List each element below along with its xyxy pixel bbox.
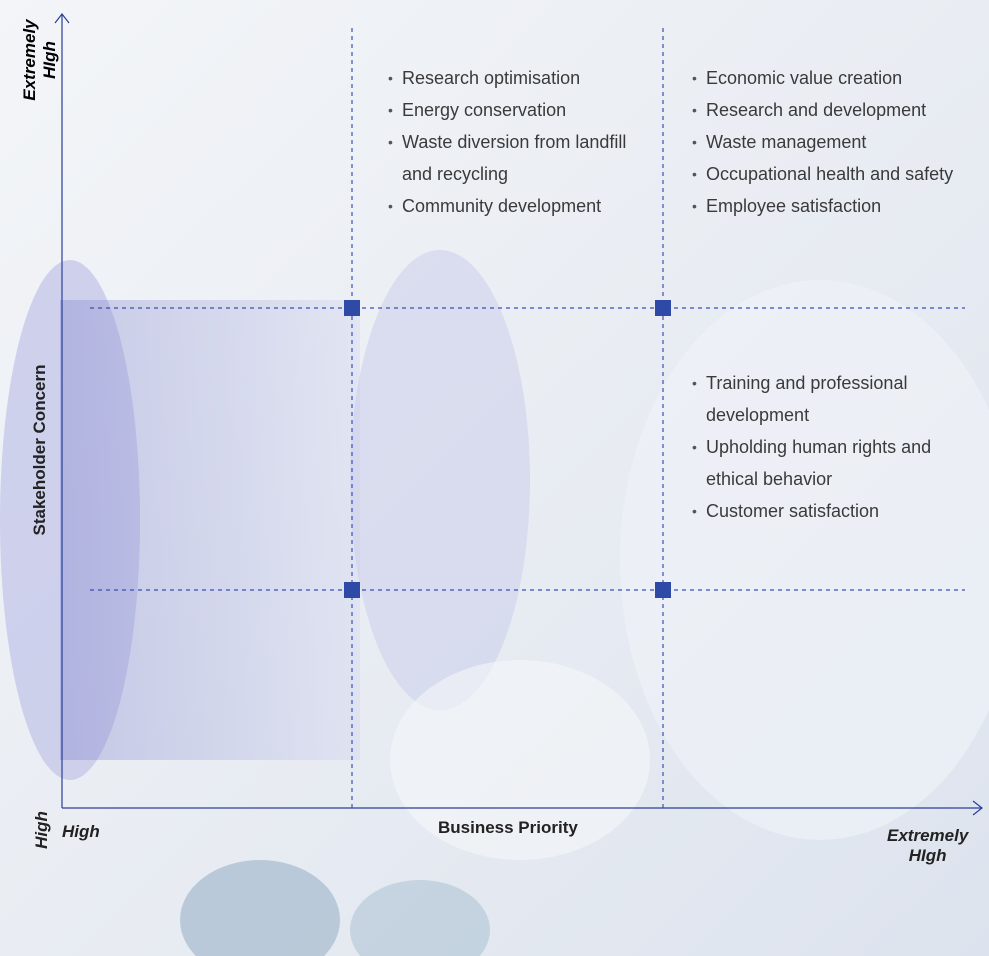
decor-spool-body — [60, 300, 360, 760]
list-item: Employee satisfaction — [692, 190, 977, 222]
list-item: Community development — [388, 190, 628, 222]
y-axis-low-end-text: High — [32, 811, 51, 849]
x-axis-title: Business Priority — [438, 818, 578, 837]
grid-marker — [655, 582, 671, 598]
decor-spool-middle — [350, 250, 530, 710]
list-item: Energy conservation — [388, 94, 628, 126]
grid-marker — [655, 300, 671, 316]
list-item: Research and development — [692, 94, 977, 126]
grid-marker — [344, 582, 360, 598]
list-item: Occupational health and safety — [692, 158, 977, 190]
x-axis-arrow — [972, 800, 983, 816]
y-axis-low-end-label: High — [22, 800, 62, 860]
list-item: Training and professional development — [692, 367, 962, 431]
list-item: Upholding human rights and ethical behav… — [692, 431, 962, 495]
x-axis-high-end-line2: HIgh — [908, 846, 947, 865]
y-axis-high-end-label: Extremely HIgh — [0, 0, 80, 120]
quadrant-top-middle-list: Research optimisation Energy conservatio… — [388, 62, 628, 222]
y-axis-arrow — [54, 13, 70, 24]
x-axis-high-end-label: Extremely HIgh — [887, 826, 968, 866]
y-axis-title: Stakeholder Concern — [0, 300, 80, 600]
grid-marker — [344, 300, 360, 316]
list-item: Waste diversion from landfill and recycl… — [388, 126, 628, 190]
list-item: Research optimisation — [388, 62, 628, 94]
x-axis-low-end-label: High — [62, 822, 100, 841]
decor-hand — [390, 660, 650, 860]
y-axis-title-text: Stakeholder Concern — [30, 364, 49, 536]
y-axis-high-end-line2: HIgh — [40, 41, 59, 79]
list-item: Economic value creation — [692, 62, 977, 94]
list-item: Waste management — [692, 126, 977, 158]
quadrant-top-right-list: Economic value creation Research and dev… — [692, 62, 977, 222]
quadrant-middle-right-list: Training and professional development Up… — [692, 367, 962, 527]
list-item: Customer satisfaction — [692, 495, 962, 527]
decor-spool-bottom — [180, 860, 340, 956]
decor-spool-bottom2 — [350, 880, 490, 956]
y-axis-high-end-line1: Extremely — [20, 19, 39, 101]
x-axis-high-end-line1: Extremely — [887, 826, 969, 845]
